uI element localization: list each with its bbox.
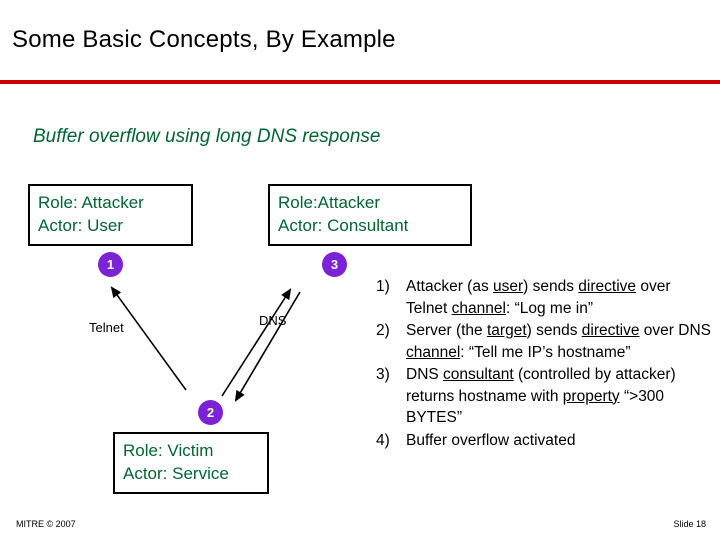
- step-number: 4): [376, 431, 390, 449]
- step-item: 4) Buffer overflow activated: [376, 430, 712, 452]
- step-text: Attacker (as user) sends directive over …: [406, 278, 671, 317]
- step-marker-1: 1: [98, 252, 123, 277]
- footer-slide-number: Slide 18: [673, 519, 706, 529]
- actor-line: Actor: User: [38, 216, 124, 235]
- step-item: 1) Attacker (as user) sends directive ove…: [376, 276, 712, 319]
- page-title: Some Basic Concepts, By Example: [12, 26, 396, 53]
- steps-list: 1) Attacker (as user) sends directive ove…: [376, 276, 712, 452]
- step-item: 3) DNS consultant (controlled by attacker…: [376, 364, 712, 429]
- role-line: Role:Attacker: [278, 193, 381, 212]
- step-number: 1): [376, 278, 390, 295]
- footer-copyright: MITRE © 2007: [16, 519, 76, 529]
- step-marker-3: 3: [322, 252, 347, 277]
- slide-subtitle: Buffer overflow using long DNS response: [33, 126, 381, 147]
- step-number: 2): [376, 322, 390, 339]
- step-marker-2: 2: [198, 400, 223, 425]
- step-text: Server (the target) sends directive over…: [406, 322, 711, 361]
- role-line: Role: Attacker: [38, 193, 144, 212]
- arrow-label-telnet: Telnet: [89, 320, 124, 335]
- role-box-attacker-consultant: Role:Attacker Actor: Consultant: [268, 184, 472, 246]
- role-box-attacker-user: Role: Attacker Actor: User: [28, 184, 193, 246]
- role-box-victim-service: Role: Victim Actor: Service: [113, 432, 269, 494]
- step-number: 3): [376, 366, 390, 383]
- step-item: 2) Server (the target) sends directive ov…: [376, 320, 712, 363]
- step-text: DNS consultant (controlled by attacker) …: [406, 366, 676, 426]
- actor-line: Actor: Consultant: [278, 216, 409, 235]
- role-line: Role: Victim: [123, 441, 214, 460]
- title-divider: [0, 80, 720, 84]
- arrow-label-dns: DNS: [259, 313, 287, 328]
- actor-line: Actor: Service: [123, 464, 229, 483]
- step-text: Buffer overflow activated: [406, 431, 576, 449]
